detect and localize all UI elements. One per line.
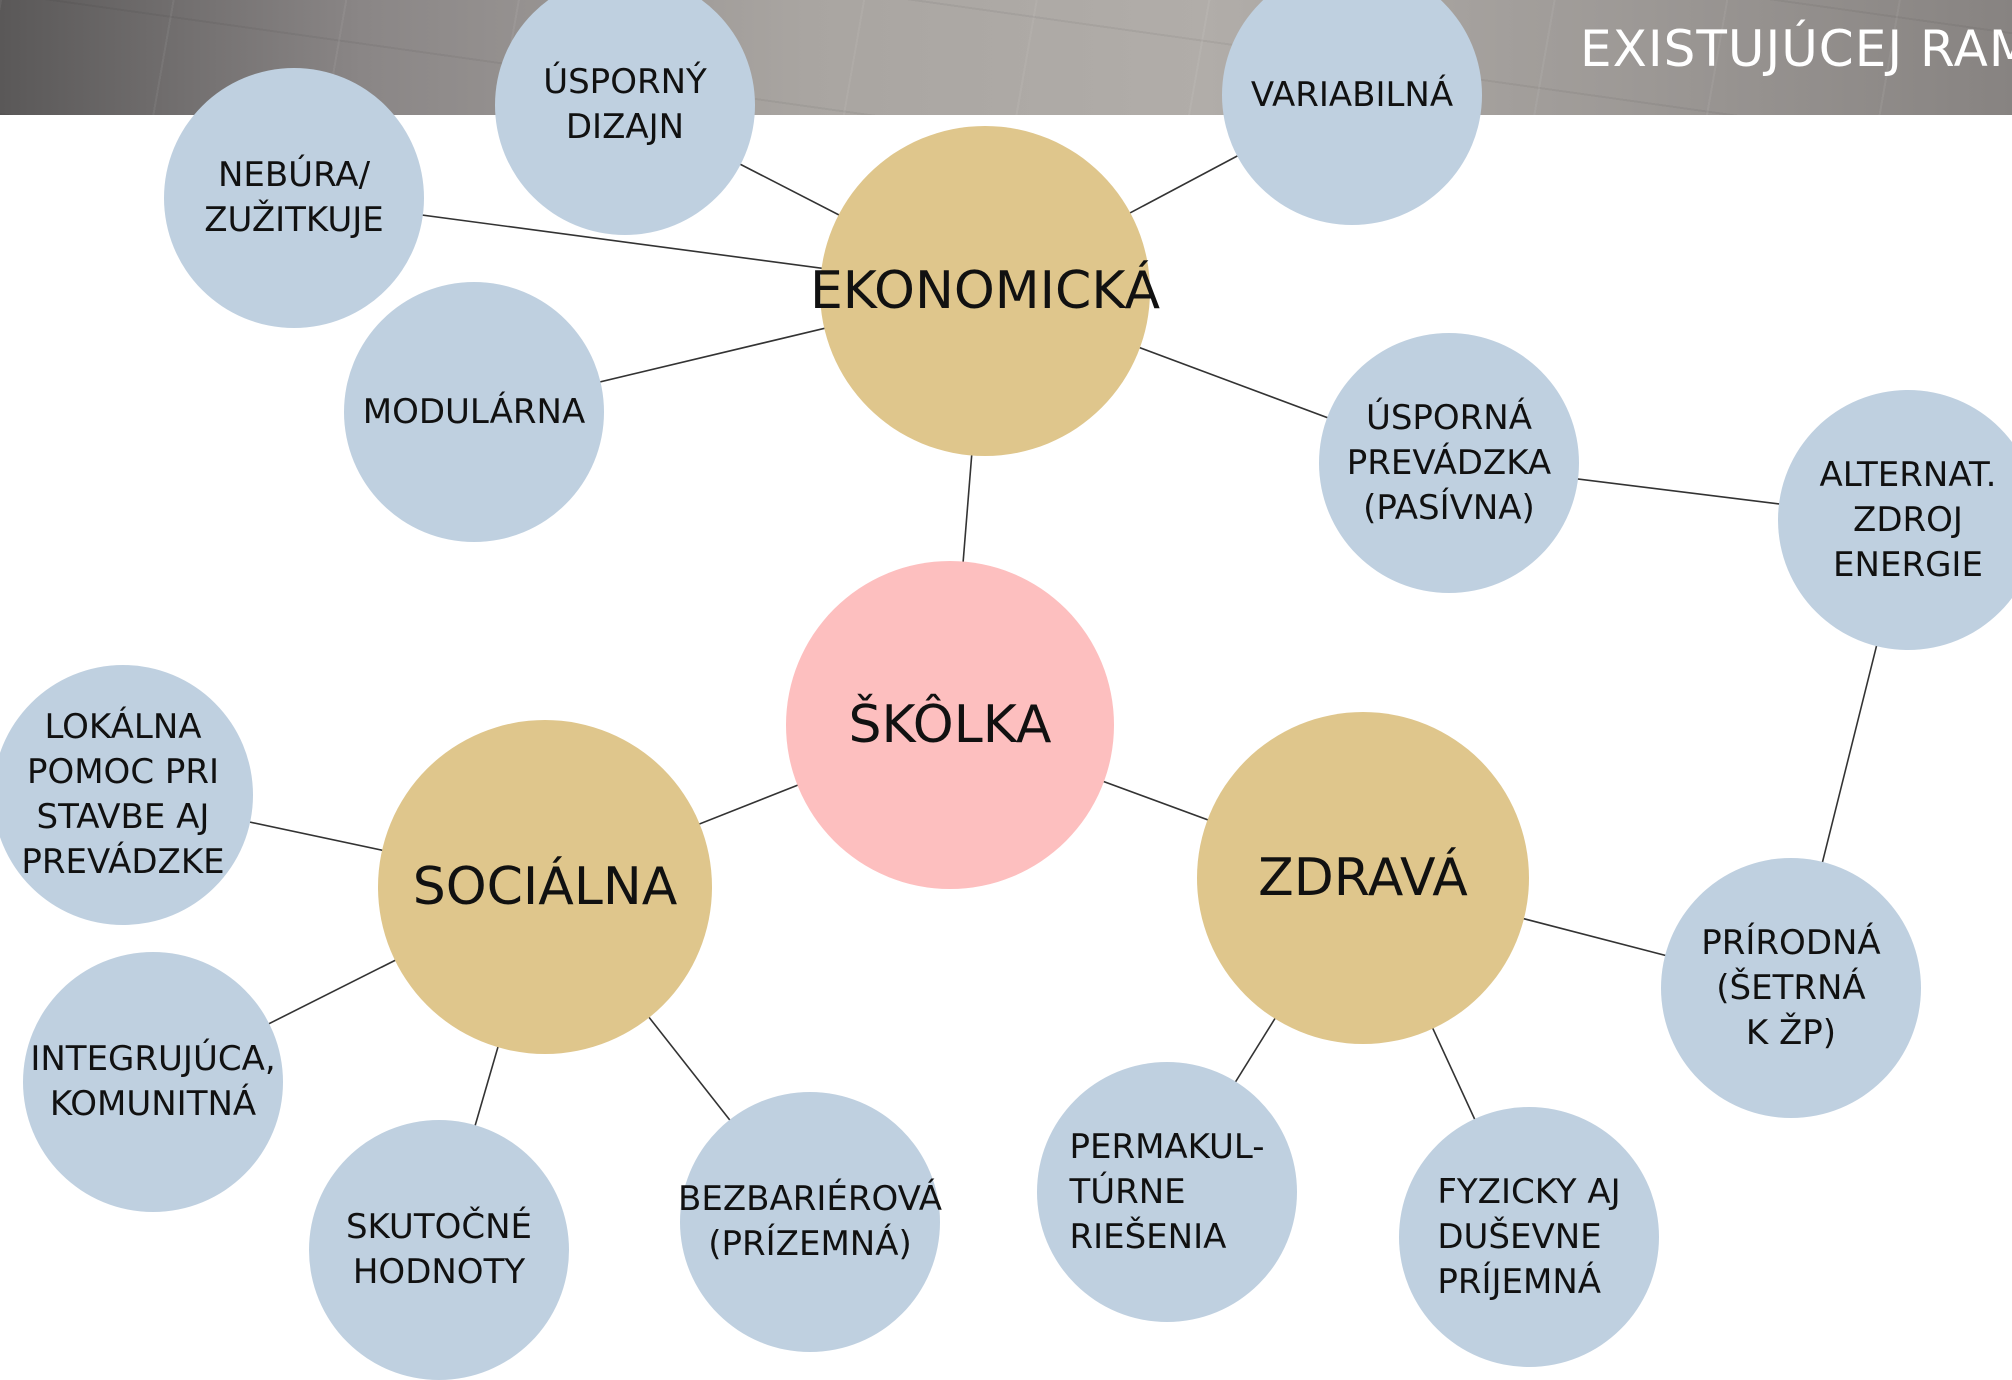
node-real-values-label: SKUTOČNÉ HODNOTY [345, 1207, 533, 1292]
node-no-demolition: NEBÚRA/ ZUŽITKUJE [164, 68, 424, 328]
node-barrier-free: BEZBARIÉROVÁ (PRÍZEMNÁ) [678, 1092, 942, 1352]
node-variable: VARIABILNÁ [1222, 0, 1482, 225]
node-barrier-free-label: BEZBARIÉROVÁ (PRÍZEMNÁ) [678, 1179, 942, 1264]
node-integrating-label: INTEGRUJÚCA, KOMUNITNÁ [30, 1039, 276, 1124]
node-real-values: SKUTOČNÉ HODNOTY [309, 1120, 569, 1380]
node-social: SOCIÁLNA [378, 720, 712, 1054]
node-efficient-design: ÚSPORNÝ DIZAJN [495, 0, 755, 235]
node-local-help: LOKÁLNA POMOC PRI STAVBE AJ PREVÁDZKE [0, 665, 253, 925]
header-heading: EXISTUJÚCEJ RAM [1580, 20, 2012, 78]
node-no-demolition-label: NEBÚRA/ ZUŽITKUJE [204, 155, 384, 240]
node-efficient-operation: ÚSPORNÁ PREVÁDZKA (PASÍVNA) [1319, 333, 1579, 593]
node-economic-label: EKONOMICKÁ [809, 261, 1161, 321]
node-efficient-design-label: ÚSPORNÝ DIZAJN [543, 62, 707, 147]
node-physically-pleasant-label: FYZICKY AJ DUŠEVNE PRÍJEMNÁ [1437, 1171, 1621, 1302]
node-modular-label: MODULÁRNA [362, 391, 586, 432]
node-physically-pleasant: FYZICKY AJ DUŠEVNE PRÍJEMNÁ [1399, 1107, 1659, 1367]
node-permaculture-label: PERMAKUL- TÚRNE RIEŠENIA [1069, 1126, 1265, 1257]
node-social-label: SOCIÁLNA [412, 857, 678, 917]
node-variable-label: VARIABILNÁ [1250, 74, 1454, 115]
node-alt-energy: ALTERNAT. ZDROJ ENERGIE [1778, 390, 2012, 650]
node-natural-label: PRÍRODNÁ (ŠETRNÁ K ŽP) [1701, 922, 1881, 1053]
node-permaculture: PERMAKUL- TÚRNE RIEŠENIA [1037, 1062, 1297, 1322]
node-core: ŠKÔLKA [786, 561, 1114, 889]
node-alt-energy-label: ALTERNAT. ZDROJ ENERGIE [1819, 454, 1997, 585]
node-core-label: ŠKÔLKA [848, 695, 1052, 755]
node-healthy-label: ZDRAVÁ [1258, 848, 1468, 908]
node-modular: MODULÁRNA [344, 282, 604, 542]
node-natural: PRÍRODNÁ (ŠETRNÁ K ŽP) [1661, 858, 1921, 1118]
node-local-help-label: LOKÁLNA POMOC PRI STAVBE AJ PREVÁDZKE [21, 707, 225, 882]
node-healthy: ZDRAVÁ [1197, 712, 1529, 1044]
node-integrating: INTEGRUJÚCA, KOMUNITNÁ [23, 952, 283, 1212]
node-economic: EKONOMICKÁ [810, 126, 1160, 456]
node-efficient-operation-label: ÚSPORNÁ PREVÁDZKA (PASÍVNA) [1346, 397, 1552, 528]
